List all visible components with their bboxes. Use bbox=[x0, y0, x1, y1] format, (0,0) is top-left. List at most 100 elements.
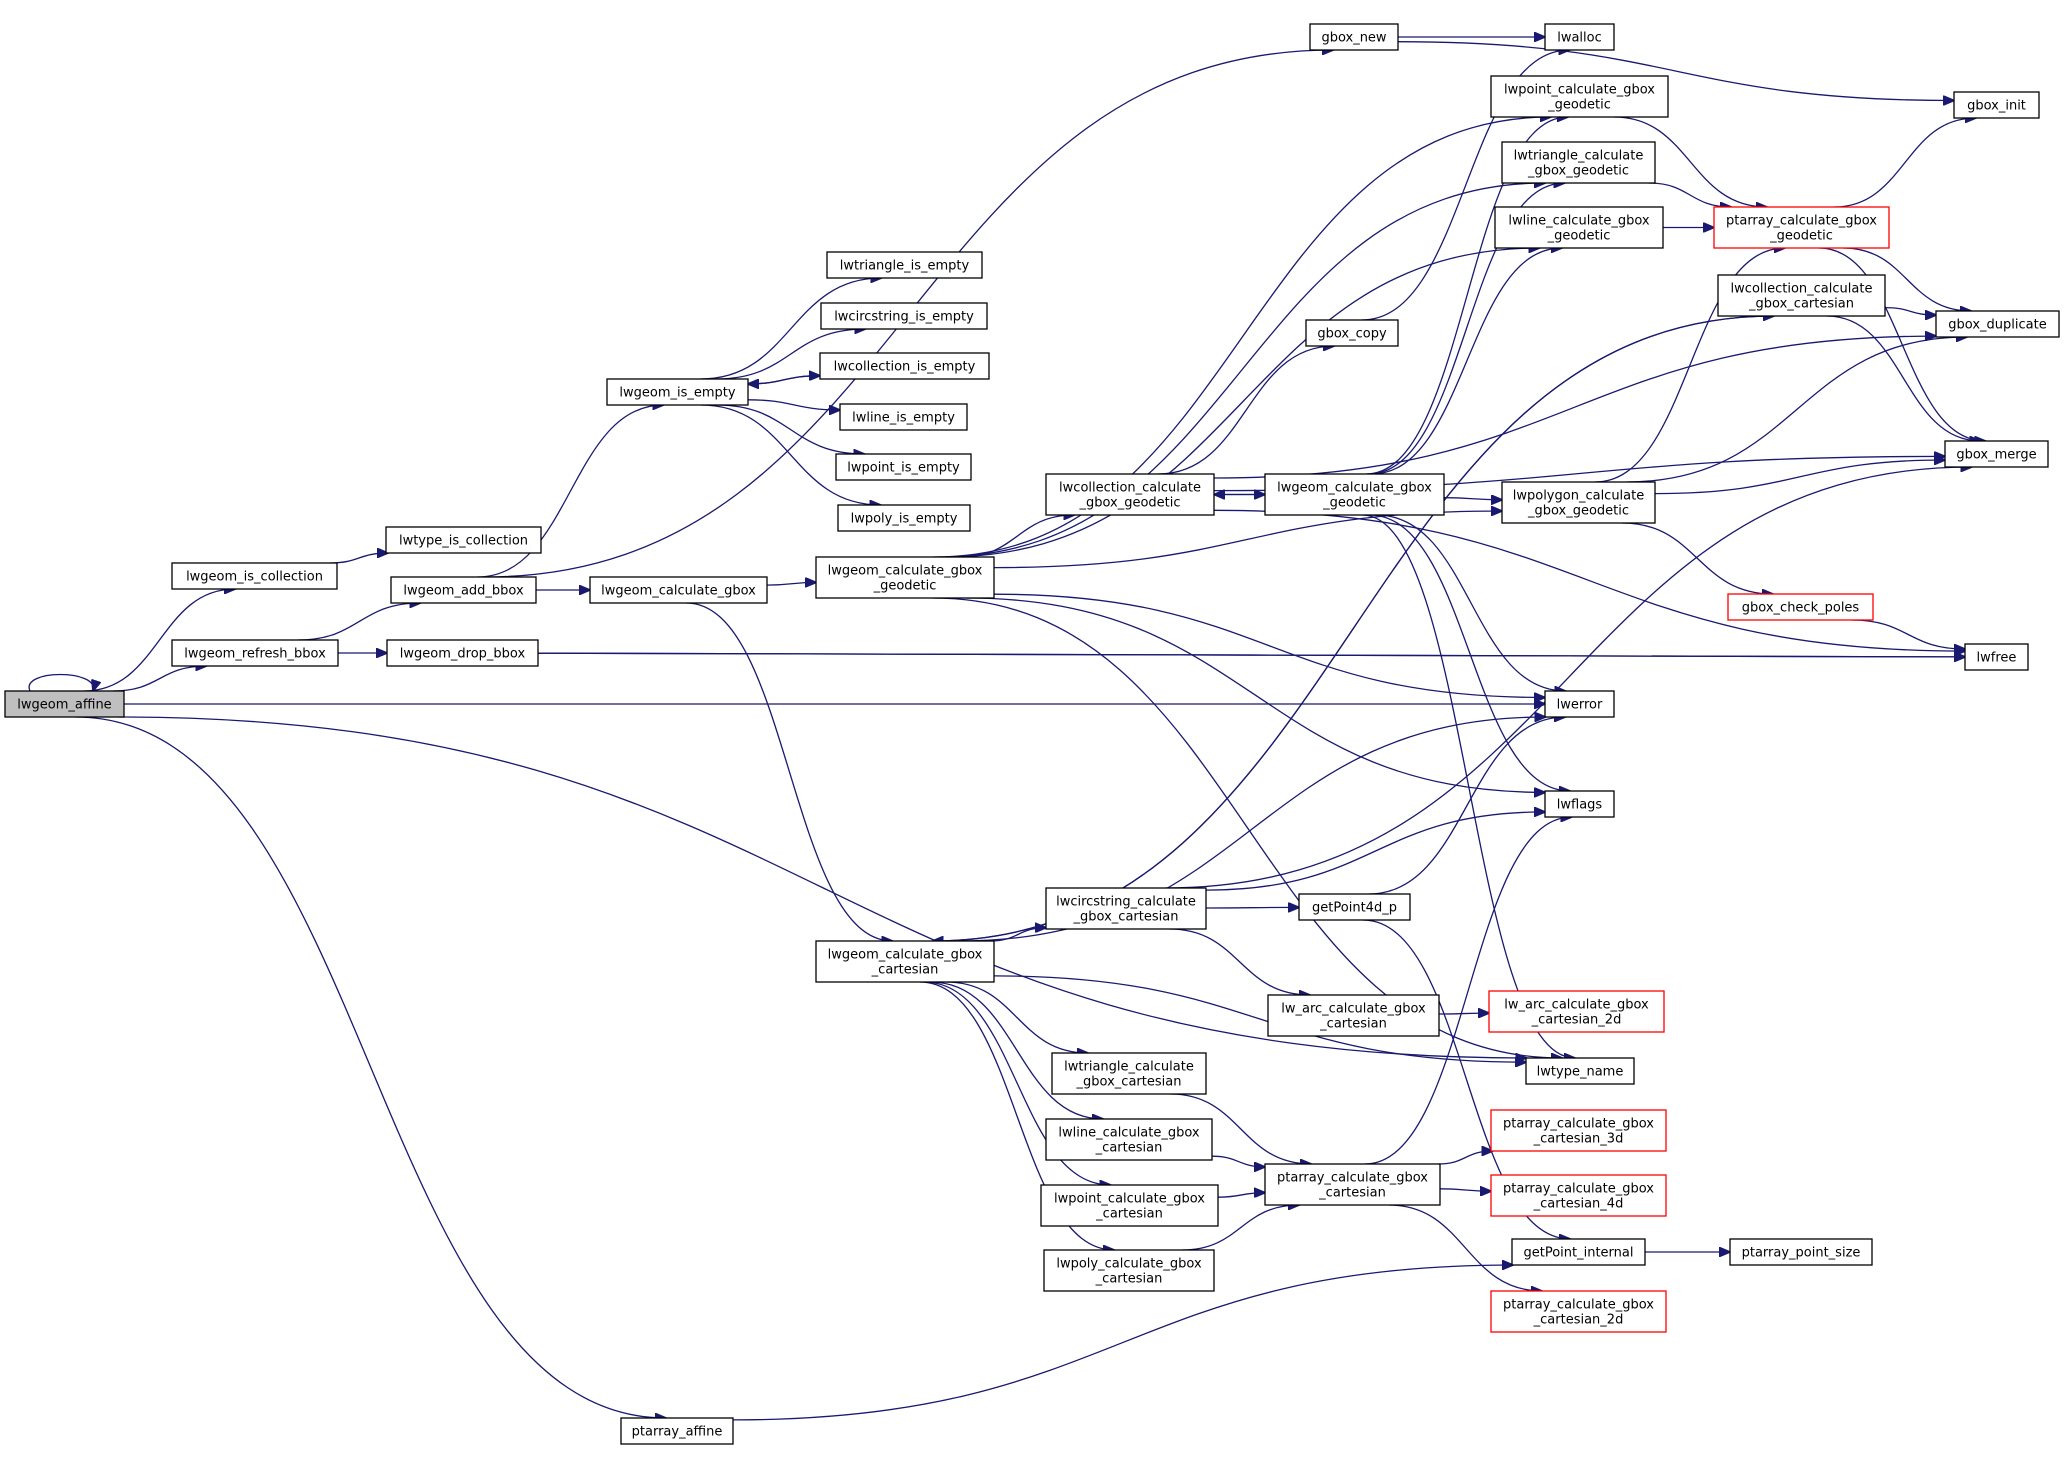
edge-lwcollection-calculate-gbox-geodetic-to-gbox-duplicate bbox=[1213, 336, 1936, 479]
node-lwline-calculate-gbox-geodetic[interactable]: lwline_calculate_gbox_geodetic bbox=[1494, 206, 1664, 249]
node-lwgeom-add-bbox[interactable]: lwgeom_add_bbox bbox=[390, 576, 537, 604]
node-lwcollection-calculate-gbox-cartesian[interactable]: lwcollection_calculate_gbox_cartesian bbox=[1717, 274, 1886, 317]
edge-getpoint4d-p-to-getpoint-internal bbox=[1362, 919, 1570, 1239]
node-lwtype-name[interactable]: lwtype_name bbox=[1525, 1057, 1635, 1085]
node-box bbox=[1494, 206, 1664, 249]
node-lwgeom-refresh-bbox[interactable]: lwgeom_refresh_bbox bbox=[171, 639, 339, 667]
node-lwtype-is-collection[interactable]: lwtype_is_collection bbox=[385, 526, 542, 554]
node-ptarray-point-size[interactable]: ptarray_point_size bbox=[1729, 1238, 1873, 1266]
node-label: _geodetic bbox=[1769, 229, 1833, 244]
edge-getpoint4d-p-to-lwerror bbox=[1368, 717, 1565, 895]
edge-gbox-copy-to-lwalloc bbox=[1361, 50, 1570, 321]
node-lwgeom-affine[interactable]: lwgeom_affine bbox=[4, 690, 125, 718]
edge-lwgeom-calculate-gbox-to-lwgeom-calculate-gbox-geodetic-a bbox=[766, 582, 816, 585]
node-lwgeom-calculate-gbox[interactable]: lwgeom_calculate_gbox bbox=[589, 576, 768, 604]
node-box bbox=[820, 302, 988, 330]
node-label: lwtype_name bbox=[1537, 1065, 1624, 1080]
node-gbox-new[interactable]: gbox_new bbox=[1309, 23, 1399, 51]
edge-lwgeom-calculate-gbox-geodetic-b-to-lwpolygon-calculate-gbox-geodetic bbox=[1443, 498, 1502, 500]
node-gbox-copy[interactable]: gbox_copy bbox=[1305, 319, 1399, 347]
node-gbox-duplicate[interactable]: gbox_duplicate bbox=[1935, 310, 2060, 338]
node-lwgeom-drop-bbox[interactable]: lwgeom_drop_bbox bbox=[386, 639, 539, 667]
node-label: ptarray_calculate_gbox bbox=[1503, 1298, 1654, 1313]
edge-lwgeom-calculate-gbox-cartesian-to-lwpoly-calculate-gbox-cartesian bbox=[919, 981, 1114, 1250]
node-label: lwgeom_is_empty bbox=[619, 386, 736, 401]
edge-lwcircstring-calculate-gbox-cartesian-to-lwflags bbox=[1205, 812, 1545, 891]
node-box bbox=[1264, 1163, 1441, 1206]
node-lwgeom-calculate-gbox-cartesian[interactable]: lwgeom_calculate_gbox_cartesian bbox=[815, 940, 995, 983]
node-label: gbox_check_poles bbox=[1742, 601, 1860, 616]
edge-ptarray-calculate-gbox-geodetic-to-gbox-init bbox=[1834, 118, 1976, 208]
node-label: gbox_merge bbox=[1956, 448, 2036, 463]
node-gbox-check-poles[interactable]: gbox_check_poles bbox=[1727, 593, 1874, 621]
node-box bbox=[1488, 990, 1665, 1033]
node-label: _geodetic bbox=[1322, 496, 1386, 511]
node-lw-arc-calculate-gbox-cartesian-2d[interactable]: lw_arc_calculate_gbox_cartesian_2d bbox=[1488, 990, 1665, 1033]
edge-lwcollection-is-empty-to-lwgeom-is-empty bbox=[748, 375, 821, 384]
node-lwcollection-calculate-gbox-geodetic[interactable]: lwcollection_calculate_gbox_geodetic bbox=[1045, 473, 1215, 516]
node-box bbox=[620, 1417, 734, 1445]
node-ptarray-calculate-gbox-cartesian[interactable]: ptarray_calculate_gbox_cartesian bbox=[1264, 1163, 1441, 1206]
node-getpoint4d-p[interactable]: getPoint4d_p bbox=[1298, 893, 1411, 921]
node-label: lwtype_is_collection bbox=[399, 534, 528, 549]
node-lwline-is-empty[interactable]: lwline_is_empty bbox=[839, 403, 968, 431]
node-ptarray-calculate-gbox-cartesian-4d[interactable]: ptarray_calculate_gbox_cartesian_4d bbox=[1490, 1174, 1667, 1217]
node-lw-arc-calculate-gbox-cartesian[interactable]: lw_arc_calculate_gbox_cartesian bbox=[1267, 994, 1440, 1037]
node-box bbox=[1717, 274, 1886, 317]
node-label: lwcollection_is_empty bbox=[834, 360, 976, 375]
edge-lwgeom-is-empty-to-lwline-is-empty bbox=[747, 399, 840, 410]
node-label: _gbox_cartesian bbox=[1076, 1075, 1182, 1090]
node-lwpolygon-calculate-gbox-geodetic[interactable]: lwpolygon_calculate_gbox_geodetic bbox=[1501, 481, 1656, 524]
node-ptarray-calculate-gbox-geodetic[interactable]: ptarray_calculate_gbox_geodetic bbox=[1713, 206, 1890, 249]
node-getpoint-internal[interactable]: getPoint_internal bbox=[1511, 1238, 1646, 1266]
node-gbox-merge[interactable]: gbox_merge bbox=[1944, 440, 2049, 468]
node-box bbox=[1729, 1238, 1873, 1266]
node-lwpoint-calculate-gbox-cartesian[interactable]: lwpoint_calculate_gbox_cartesian bbox=[1040, 1184, 1219, 1227]
node-label: lwtriangle_calculate bbox=[1064, 1060, 1194, 1075]
node-lwflags[interactable]: lwflags bbox=[1544, 790, 1615, 818]
node-label: _gbox_cartesian bbox=[1073, 910, 1179, 925]
node-lwtriangle-calculate-gbox-geodetic[interactable]: lwtriangle_calculate_gbox_geodetic bbox=[1501, 141, 1656, 184]
node-lwgeom-is-collection[interactable]: lwgeom_is_collection bbox=[171, 562, 338, 590]
node-ptarray-calculate-gbox-cartesian-2d[interactable]: ptarray_calculate_gbox_cartesian_2d bbox=[1490, 1290, 1667, 1333]
node-lwpoly-is-empty[interactable]: lwpoly_is_empty bbox=[837, 504, 971, 532]
node-lwpoint-calculate-gbox-geodetic[interactable]: lwpoint_calculate_gbox_geodetic bbox=[1490, 75, 1669, 118]
node-ptarray-calculate-gbox-cartesian-3d[interactable]: ptarray_calculate_gbox_cartesian_3d bbox=[1490, 1109, 1667, 1152]
node-lwgeom-calculate-gbox-geodetic-b[interactable]: lwgeom_calculate_gbox_geodetic bbox=[1264, 473, 1445, 516]
node-label: ptarray_point_size bbox=[1742, 1246, 1861, 1261]
node-label: ptarray_calculate_gbox bbox=[1503, 1117, 1654, 1132]
node-label: lwcircstring_calculate bbox=[1056, 895, 1196, 910]
node-box bbox=[1713, 206, 1890, 249]
node-lwpoly-calculate-gbox-cartesian[interactable]: lwpoly_calculate_gbox_cartesian bbox=[1043, 1249, 1215, 1292]
node-lwcollection-is-empty[interactable]: lwcollection_is_empty bbox=[819, 352, 990, 380]
node-lwalloc[interactable]: lwalloc bbox=[1544, 23, 1615, 51]
edge-lwgeom-affine-to-lwgeom-affine bbox=[28, 673, 93, 692]
node-label: lwpoly_is_empty bbox=[851, 512, 958, 527]
node-label: _geodetic bbox=[1547, 98, 1611, 113]
node-lwgeom-is-empty[interactable]: lwgeom_is_empty bbox=[606, 378, 749, 406]
node-box bbox=[1544, 23, 1615, 51]
node-lwcircstring-calculate-gbox-cartesian[interactable]: lwcircstring_calculate_gbox_cartesian bbox=[1045, 887, 1207, 930]
node-label: lwline_is_empty bbox=[852, 411, 955, 426]
edge-lwgeom-is-empty-to-lwcircstring-is-empty bbox=[716, 329, 865, 380]
edge-lwgeom-drop-bbox-to-lwfree bbox=[537, 653, 1965, 657]
node-ptarray-affine[interactable]: ptarray_affine bbox=[620, 1417, 734, 1445]
node-lwline-calculate-gbox-cartesian[interactable]: lwline_calculate_gbox_cartesian bbox=[1045, 1118, 1213, 1161]
node-gbox-init[interactable]: gbox_init bbox=[1953, 91, 2040, 119]
node-lwpoint-is-empty[interactable]: lwpoint_is_empty bbox=[835, 453, 972, 481]
node-label: _cartesian_2d bbox=[1533, 1313, 1624, 1328]
node-lwfree[interactable]: lwfree bbox=[1964, 643, 2029, 671]
node-label: ptarray_affine bbox=[632, 1425, 723, 1440]
edge-lwpolygon-calculate-gbox-geodetic-to-gbox-check-poles bbox=[1622, 522, 1773, 594]
node-lwcircstring-is-empty[interactable]: lwcircstring_is_empty bbox=[820, 302, 988, 330]
node-lwgeom-calculate-gbox-geodetic-a[interactable]: lwgeom_calculate_gbox_geodetic bbox=[815, 556, 995, 599]
node-lwerror[interactable]: lwerror bbox=[1544, 690, 1615, 718]
node-lwtriangle-calculate-gbox-cartesian[interactable]: lwtriangle_calculate_gbox_cartesian bbox=[1051, 1052, 1207, 1095]
edge-ptarray-affine-to-getpoint-internal bbox=[732, 1265, 1513, 1421]
node-box bbox=[386, 639, 539, 667]
node-box bbox=[1953, 91, 2040, 119]
node-label: lwcollection_calculate bbox=[1059, 481, 1201, 496]
node-lwtriangle-is-empty[interactable]: lwtriangle_is_empty bbox=[826, 251, 983, 279]
node-label: _cartesian bbox=[1318, 1186, 1386, 1201]
